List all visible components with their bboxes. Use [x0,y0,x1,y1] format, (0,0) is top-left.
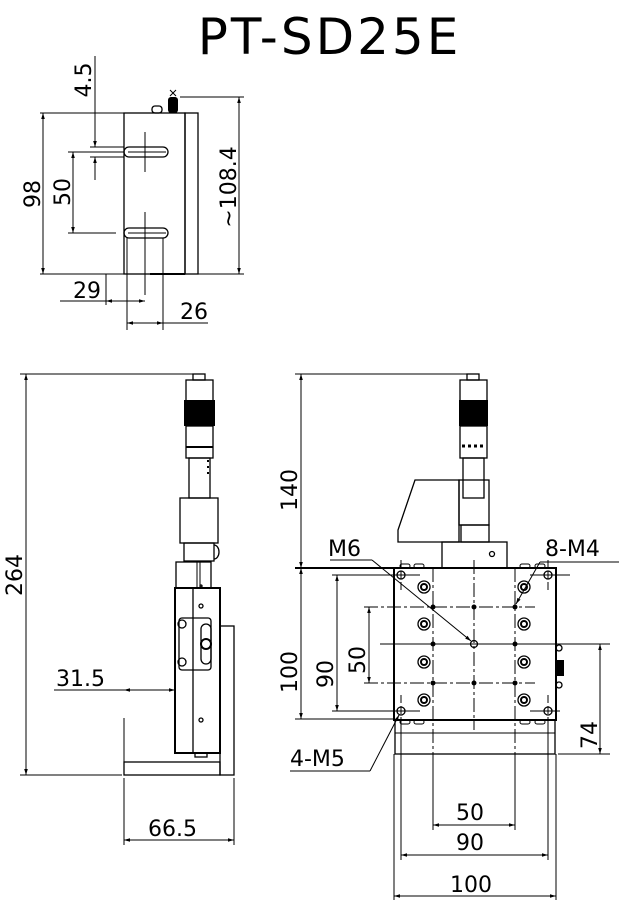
micrometer-sleeve [188,457,211,499]
side-view: 264 31.5 66.5 [3,373,235,845]
dim-31-5: 31.5 [56,667,105,692]
side-lock-knob [200,638,212,650]
dim-74: 74 [578,721,603,749]
dim-100-horizontal: 100 [450,873,492,898]
micrometer-cap [185,379,214,403]
dim-264: 264 [3,554,28,596]
side-bracket-base [123,761,221,776]
top-body-outline [123,112,186,275]
front-connector [556,660,564,676]
dim-140: 140 [278,469,303,511]
front-view: 140 100 90 50 74 50 90 100 M6 [278,373,619,900]
micrometer-thimble [184,400,215,426]
front-base [394,719,556,755]
dim-100-vertical: 100 [278,651,303,693]
callout-m6: M6 [328,537,361,562]
dim-90-vertical: 90 [314,660,339,688]
micrometer-guard [397,479,460,543]
dim-50-horizontal: 50 [456,801,484,826]
callout-8-m4: 8-M4 [545,537,600,562]
side-bracket-vertical [219,625,235,776]
dim-98: 98 [21,180,46,208]
counterbore-holes [417,580,531,707]
m6-center-hole [469,639,479,649]
top-micrometer-tip [168,97,178,113]
front-micrometer-thimble [459,400,488,426]
dim-29: 29 [73,279,101,304]
dim-50-vertical: 50 [346,646,371,674]
dim-50-slot: 50 [51,178,76,206]
dim-4-5: 4.5 [72,63,97,98]
top-side-plate [184,112,199,275]
side-lock-plate [178,617,212,671]
callout-4-m5: 4-M5 [290,747,345,772]
top-screw-head [151,105,163,114]
micrometer-body [179,497,219,544]
top-slot-lower [123,227,169,239]
drawing-title: PT-SD25E [197,8,462,66]
dim-26: 26 [180,300,208,325]
m4-holes [430,604,518,686]
front-micrometer-cap [459,379,488,403]
top-view: 98 50 4.5 ~108.4 29 26 [21,56,244,330]
dim-66-5: 66.5 [148,817,197,842]
dim-108-4: ~108.4 [217,146,242,227]
dim-90-horizontal: 90 [456,831,484,856]
